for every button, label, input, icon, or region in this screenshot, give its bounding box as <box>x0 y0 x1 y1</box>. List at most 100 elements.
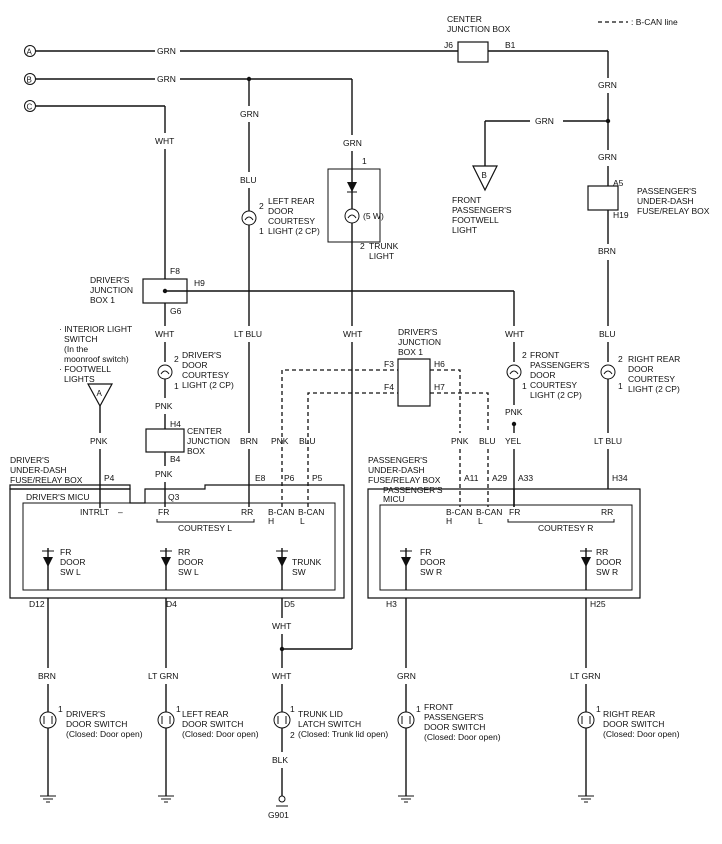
ground-icon <box>40 795 56 803</box>
ds-fp-l1: FRONT <box>424 702 453 712</box>
pass-fuse-l3: FUSE/RELAY BOX <box>637 206 710 216</box>
connector-a: A <box>24 45 36 57</box>
fp-light-l2: PASSENGER'S <box>530 360 590 370</box>
lr-light-p1: 1 <box>259 226 264 236</box>
trunk-light-l1: TRUNK <box>369 241 399 251</box>
pfb-l3: FUSE/RELAY BOX <box>368 475 441 485</box>
lr-light-l4: LIGHT (2 CP) <box>268 226 320 236</box>
left-rear-courtesy-light: 2 1 LEFT REAR DOOR COURTESY LIGHT (2 CP)… <box>234 196 320 507</box>
front-passenger-door-switch: 1 FRONT PASSENGER'S DOOR SWITCH (Closed:… <box>397 702 501 796</box>
fp-pnk-label: PNK <box>505 407 523 417</box>
connector-c-label: C <box>27 103 33 112</box>
passenger-fuse-relay-box: PASSENGER'S UNDER-DASH FUSE/RELAY BOX PA… <box>367 455 641 599</box>
djb1m-h7: H7 <box>434 382 445 392</box>
djb1m-l3: BOX 1 <box>398 347 423 357</box>
wire-b: GRN GRN BLU GRN <box>36 74 362 211</box>
int-pnk-label: PNK <box>90 436 108 446</box>
int-sw-l1: · INTERIOR LIGHT <box>59 324 132 334</box>
center-junction-box-mid: H4 B4 CENTER JUNCTION BOX PNK <box>145 419 230 507</box>
drv-light-l4: LIGHT (2 CP) <box>182 380 234 390</box>
wire-a-grn-label: GRN <box>157 46 176 56</box>
pmicu-l2: MICU <box>383 494 405 504</box>
djb1-l3: BOX 1 <box>90 295 115 305</box>
cjb-l3: BOX <box>187 446 205 456</box>
int-sw-l4: moonroof switch) <box>64 354 129 364</box>
djb1-g6: G6 <box>170 306 182 316</box>
ds-rr-l2: DOOR SWITCH <box>603 719 664 729</box>
cjb-l2: JUNCTION <box>187 436 230 446</box>
rr-light-l4: LIGHT (2 CP) <box>628 384 680 394</box>
pass-fuse-a5: A5 <box>613 178 624 188</box>
ground-symbols: G901 <box>40 795 594 820</box>
lrsw-ltgrn-label: LT GRN <box>148 671 178 681</box>
can-blu-label-r: BLU <box>479 436 496 446</box>
p-rr: RR <box>601 507 613 517</box>
center-box-j6: J6 <box>444 40 453 50</box>
fp-light-l4: COURTESY <box>530 380 577 390</box>
int-sw-marker: A <box>97 389 103 398</box>
p-pin-h3: H3 <box>386 599 397 609</box>
fp-yel-label: YEL <box>505 436 521 446</box>
d-pin-p6: P6 <box>284 473 295 483</box>
trunk-light-watt: (5 W) <box>363 211 384 221</box>
center-junction-box-top: CENTER JUNCTION BOX J6 B1 <box>444 14 516 63</box>
p-sw-rr-l3: SW R <box>596 567 618 577</box>
passenger-fuse-top: A5 H19 PASSENGER'S UNDER-DASH FUSE/RELAY… <box>587 178 710 362</box>
fp-light-p1: 1 <box>522 381 527 391</box>
p-sw-rr-l2: DOOR <box>596 557 622 567</box>
lr-light-l2: DOOR <box>268 206 294 216</box>
right-ltblu-label: LT BLU <box>594 436 622 446</box>
ds-lr-p: 1 <box>176 704 181 714</box>
fp-wht-label: WHT <box>505 329 524 339</box>
right-brn-label: BRN <box>598 246 616 256</box>
wire-a: GRN GRN GRN <box>36 46 617 186</box>
pass-fuse-h19: H19 <box>613 210 629 220</box>
right-blu-label: BLU <box>599 329 616 339</box>
p-pin-h34: H34 <box>612 473 628 483</box>
d-sw-fr-l3: SW L <box>60 567 81 577</box>
ds-drv-p: 1 <box>58 704 63 714</box>
front-footwell-branch: GRN B FRONT PASSENGER'S FOOTWELL LIGHT <box>452 116 608 235</box>
rr-light-p2: 2 <box>618 354 623 364</box>
pmicu-l1: PASSENGER'S <box>383 485 443 495</box>
drivers-junction-box-1-mid: DRIVER'S JUNCTION BOX 1 F3 F4 H6 H7 PNK … <box>271 327 496 446</box>
center-box-title1: CENTER <box>447 14 482 24</box>
ds-lr-l1: LEFT REAR <box>182 709 229 719</box>
connector-a-circle <box>24 45 36 57</box>
rr-light-l1: RIGHT REAR <box>628 354 680 364</box>
wire-c: WHT <box>36 105 174 279</box>
p-sw-fr-l1: FR <box>420 547 431 557</box>
p-pin-h25: H25 <box>590 599 606 609</box>
drv-light-p1: 1 <box>174 381 179 391</box>
djb1m-l1: DRIVER'S <box>398 327 438 337</box>
djb1-f8: F8 <box>170 266 180 276</box>
footwell-l3: FOOTWELL <box>452 215 499 225</box>
connector-a-label: A <box>27 48 33 57</box>
d-pin-d12: D12 <box>29 599 45 609</box>
d-pin-d4: D4 <box>166 599 177 609</box>
trsw-blk-label: BLK <box>272 755 288 765</box>
ds-rr-p: 1 <box>596 704 601 714</box>
d-rr: RR <box>241 507 253 517</box>
wire-right-grn-label-2: GRN <box>598 152 617 162</box>
wire-b-grn-label: GRN <box>157 74 176 84</box>
passengers-micu <box>379 504 633 591</box>
center-box-title2: JUNCTION BOX <box>447 24 511 34</box>
trunk-grn-label: GRN <box>343 138 362 148</box>
pfb-l2: UNDER-DASH <box>368 465 425 475</box>
ds-rr-l3: (Closed: Door open) <box>603 729 680 739</box>
trunk-light-p2: 2 <box>360 241 365 251</box>
can-pnk-label-r: PNK <box>451 436 469 446</box>
fpsw-grn-label: GRN <box>397 671 416 681</box>
drvsw-brn-label: BRN <box>38 671 56 681</box>
trsw-wht-label-1: WHT <box>272 621 291 631</box>
p-pin-a11: A11 <box>464 473 479 483</box>
d-sw-fr-l1: FR <box>60 547 71 557</box>
djb1m-f4: F4 <box>384 382 394 392</box>
dfb-l1: DRIVER'S <box>10 455 50 465</box>
p-pin-a33: A33 <box>518 473 533 483</box>
ds-fp-p: 1 <box>416 704 421 714</box>
footwell-triangle <box>472 165 498 192</box>
ground-g901: G901 <box>268 810 289 820</box>
dfb-l2: UNDER-DASH <box>10 465 67 475</box>
